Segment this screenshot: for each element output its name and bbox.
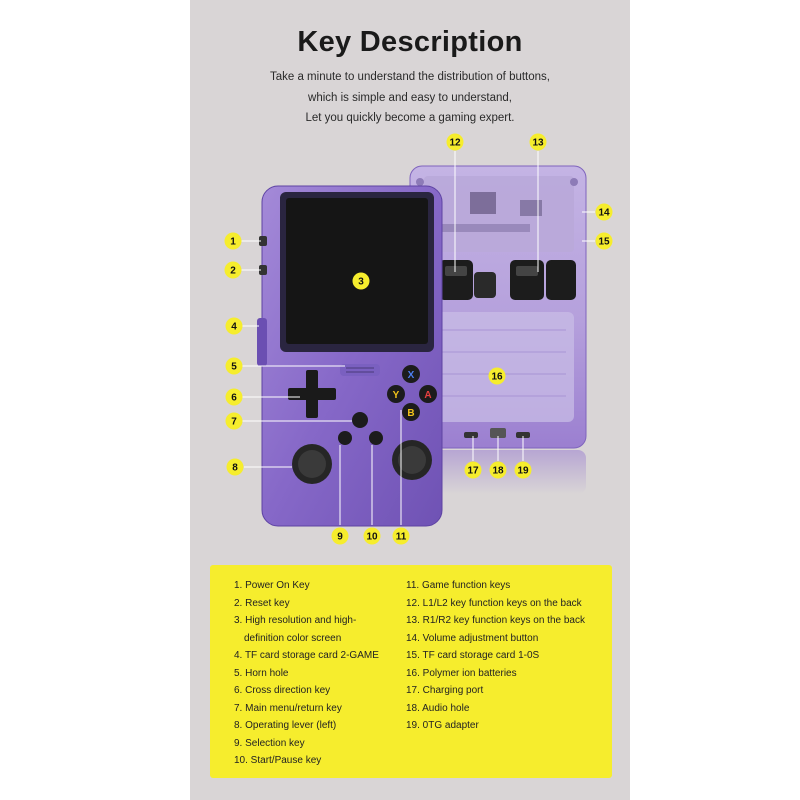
leader-lines xyxy=(241,151,595,525)
svg-text:4: 4 xyxy=(231,322,237,333)
callout-13: 13 xyxy=(529,133,547,151)
svg-text:19: 19 xyxy=(517,466,529,477)
svg-text:18: 18 xyxy=(492,466,504,477)
subtitle-line: Let you quickly become a gaming expert. xyxy=(305,112,515,124)
legend-item: 12. L1/L2 key function keys on the back xyxy=(406,597,582,609)
callout-11: 11 xyxy=(392,527,410,545)
reset-key-icon xyxy=(259,265,267,275)
svg-text:2: 2 xyxy=(230,266,236,277)
legend-item: 10. Start/Pause key xyxy=(234,755,322,766)
legend-item: definition color screen xyxy=(244,632,342,644)
tf-slot-icon xyxy=(257,318,267,366)
callout-4: 4 xyxy=(225,317,243,335)
start-key-icon xyxy=(369,431,383,445)
a-button-label: A xyxy=(424,390,431,401)
svg-text:5: 5 xyxy=(231,362,237,373)
power-key-icon xyxy=(259,236,267,246)
callout-1: 1 xyxy=(224,232,242,250)
legend-item: 18. Audio hole xyxy=(406,702,470,714)
key-legend: 1. Power On Key 2. Reset key 3. High res… xyxy=(210,565,612,778)
svg-text:16: 16 xyxy=(491,372,503,383)
callout-9: 9 xyxy=(331,527,349,545)
callout-6: 6 xyxy=(225,388,243,406)
face-buttons: X Y A B xyxy=(387,365,437,421)
svg-text:6: 6 xyxy=(231,393,237,404)
y-button-label: Y xyxy=(393,390,400,401)
page-title: Key Description xyxy=(297,26,523,58)
legend-item: 5. Horn hole xyxy=(234,667,289,679)
legend-item: 17. Charging port xyxy=(406,685,484,696)
x-button-icon xyxy=(402,365,420,383)
legend-column-right: 11. Game function keys 12. L1/L2 key fun… xyxy=(406,577,606,735)
callout-19: 19 xyxy=(514,461,532,479)
svg-text:3: 3 xyxy=(358,277,364,288)
svg-text:7: 7 xyxy=(231,417,237,428)
legend-item: 2. Reset key xyxy=(234,597,290,609)
subtitle: Take a minute to understand the distribu… xyxy=(190,67,630,129)
callout-8: 8 xyxy=(226,458,244,476)
svg-text:1: 1 xyxy=(230,237,236,248)
callout-17: 17 xyxy=(464,461,482,479)
legend-item: 8. Operating lever (left) xyxy=(234,720,337,731)
callout-16: 16 xyxy=(488,367,506,385)
svg-text:17: 17 xyxy=(467,466,479,477)
svg-text:11: 11 xyxy=(396,532,407,543)
b-button-label: B xyxy=(407,408,414,419)
y-button-icon xyxy=(387,385,405,403)
legend-item: 13. R1/R2 key function keys on the back xyxy=(406,615,585,626)
legend-item: 19. 0TG adapter xyxy=(406,720,479,731)
legend-item: 7. Main menu/return key xyxy=(234,702,342,714)
legend-item: 4. TF card storage card 2-GAME xyxy=(234,650,379,661)
x-button-label: X xyxy=(408,370,415,381)
speaker-icon xyxy=(340,364,380,376)
callout-18: 18 xyxy=(489,461,507,479)
select-key-icon xyxy=(338,431,352,445)
callout-7: 7 xyxy=(225,412,243,430)
audio-hole-icon xyxy=(490,428,506,438)
svg-text:13: 13 xyxy=(532,138,544,149)
callout-10: 10 xyxy=(363,527,381,545)
a-button-icon xyxy=(419,385,437,403)
device-front: X Y A B xyxy=(257,185,443,527)
charging-port-icon xyxy=(464,432,478,438)
legend-column-left: 1. Power On Key 2. Reset key 3. High res… xyxy=(234,577,404,770)
legend-item: 1. Power On Key xyxy=(234,580,310,591)
legend-item: 3. High resolution and high- xyxy=(234,615,357,626)
b-button-icon xyxy=(402,403,420,421)
svg-text:14: 14 xyxy=(598,208,610,219)
callout-14: 14 xyxy=(595,203,613,221)
left-joystick-icon xyxy=(292,444,332,484)
screen xyxy=(286,198,428,344)
legend-item: 14. Volume adjustment button xyxy=(406,632,539,644)
svg-text:10: 10 xyxy=(366,532,378,543)
svg-text:15: 15 xyxy=(598,237,610,248)
battery-icon xyxy=(424,312,574,422)
callout-3: 3 xyxy=(352,272,370,290)
right-joystick-icon xyxy=(392,440,432,480)
legend-item: 6. Cross direction key xyxy=(234,685,331,696)
legend-item: 9. Selection key xyxy=(234,737,305,749)
subtitle-line: Take a minute to understand the distribu… xyxy=(269,71,550,83)
svg-text:8: 8 xyxy=(232,463,238,474)
callout-15: 15 xyxy=(595,232,613,250)
subtitle-line: which is simple and easy to understand, xyxy=(308,91,512,104)
callout-5: 5 xyxy=(225,357,243,375)
callout-12: 12 xyxy=(446,133,464,151)
menu-key-icon xyxy=(352,412,368,428)
legend-item: 11. Game function keys xyxy=(406,580,511,591)
device-back xyxy=(409,165,587,494)
legend-item: 15. TF card storage card 1-0S xyxy=(406,650,540,661)
callout-2: 2 xyxy=(224,261,242,279)
svg-text:9: 9 xyxy=(337,532,343,543)
otg-port-icon xyxy=(516,432,530,438)
legend-item: 16. Polymer ion batteries xyxy=(406,667,517,679)
callouts: 1 2 3 4 5 6 7 8 9 10 11 12 13 14 15 16 1… xyxy=(224,133,613,545)
svg-text:12: 12 xyxy=(449,138,461,149)
circuit-board xyxy=(424,176,574,252)
